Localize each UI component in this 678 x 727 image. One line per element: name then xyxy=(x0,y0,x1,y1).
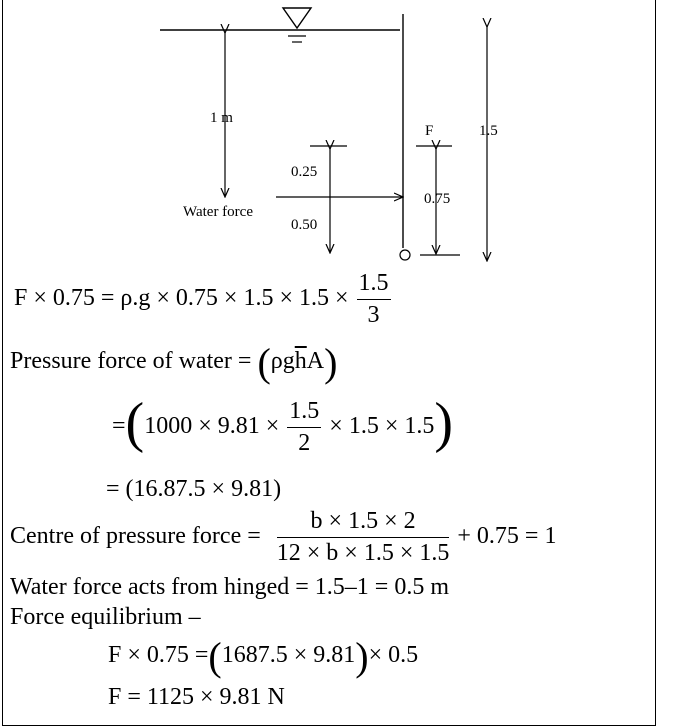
eq1-fraction: 1.5 3 xyxy=(356,270,391,329)
equation-6: Water force acts from hinged = 1.5–1 = 0… xyxy=(10,574,450,600)
equation-4: = (16.87.5 × 9.81) xyxy=(106,476,282,502)
equation-5: Centre of pressure force = b × 1.5 × 2 1… xyxy=(10,508,556,567)
label-1-5: 1.5 xyxy=(479,123,498,139)
label-0-50: 0.50 xyxy=(291,217,317,233)
eq5-text: Centre of pressure force = xyxy=(10,523,261,550)
label-0-75: 0.75 xyxy=(424,191,450,207)
hinge-circle xyxy=(399,249,411,261)
eq5-fraction: b × 1.5 × 2 12 × b × 1.5 × 1.5 xyxy=(276,508,450,566)
eq1-lhs: F × 0.75 = ρ.g × 0.75 × 1.5 × 1.5 × xyxy=(14,285,349,312)
equation-1: F × 0.75 = ρ.g × 0.75 × 1.5 × 1.5 × 1.5 … xyxy=(14,270,393,329)
eq3-b: × 1.5 × 1.5 xyxy=(329,413,435,440)
eq1-denominator: 3 xyxy=(367,302,380,328)
label-water-force: Water force xyxy=(183,204,253,220)
equation-7: Force equilibrium – xyxy=(10,604,201,630)
label-0-25: 0.25 xyxy=(291,164,317,180)
equation-8: F × 0.75 =(1687.5 × 9.81)× 0.5 xyxy=(108,634,419,679)
eq1-numerator: 1.5 xyxy=(356,270,391,300)
label-F: F xyxy=(425,123,433,139)
label-1m: 1 m xyxy=(210,110,233,126)
equation-2: Pressure force of water = (ρghA) xyxy=(10,340,338,385)
eq3-fraction: 1.5 2 xyxy=(287,398,322,456)
equation-9: F = 1125 × 9.81 N xyxy=(108,684,285,710)
free-surface-symbol xyxy=(281,7,313,43)
eq5-tail: + 0.75 = 1 xyxy=(457,523,557,550)
eq2-text: Pressure force of water = xyxy=(10,348,258,374)
page-border xyxy=(2,0,656,726)
eq3-a: 1000 × 9.81 × xyxy=(144,413,280,440)
gate-diagram: 1 m F 1.5 0.25 0.75 Water force 0.50 xyxy=(160,7,498,280)
equation-3: =(1000 × 9.81 × 1.5 2 × 1.5 × 1.5) xyxy=(112,392,454,456)
